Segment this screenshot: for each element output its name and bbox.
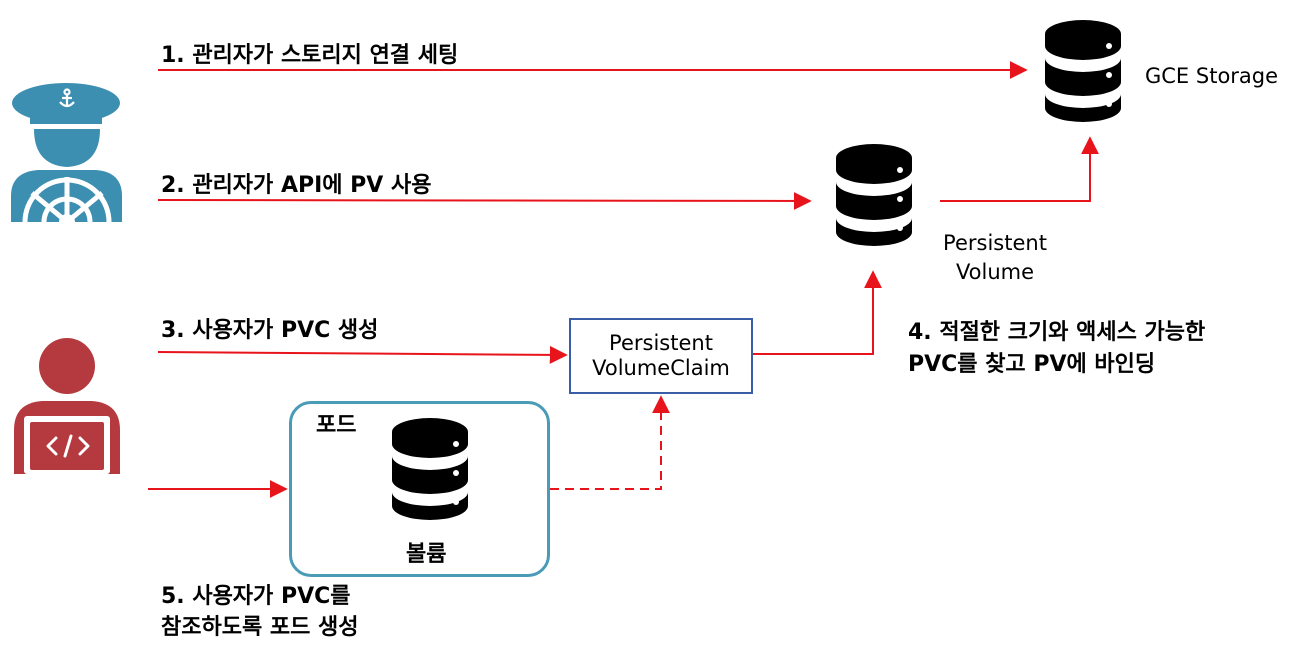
volume-label: 볼륨 (406, 542, 447, 567)
pod-label: 포드 (316, 413, 357, 438)
arrow-pv-to-gce (940, 136, 1099, 202)
gce-storage-database-icon (1045, 20, 1121, 122)
step5-label-line2: 참조하도록 포드 생성 (161, 615, 359, 640)
pvc-label-line2: VolumeClaim (592, 356, 730, 380)
step1-label: 1. 관리자가 스토리지 연결 세팅 (161, 43, 459, 68)
step4-label-line1: 4. 적절한 크기와 액세스 가능한 (908, 320, 1206, 345)
arrow-step4 (753, 270, 882, 355)
ship-captain-icon (11, 83, 122, 230)
arrow-pod-to-pvc (550, 395, 670, 490)
volume-database-icon (392, 418, 468, 520)
step5-label-line1: 5. 사용자가 PVC를 (161, 584, 351, 609)
gce-storage-label: GCE Storage (1145, 64, 1279, 88)
persistent-volume-database-icon (836, 144, 912, 246)
arrow-step3 (157, 345, 568, 364)
step3-label: 3. 사용자가 PVC 생성 (161, 318, 379, 343)
pvc-label-line1: Persistent (609, 331, 713, 355)
arrow-step2 (157, 191, 812, 210)
pv-label-line1: Persistent (943, 231, 1047, 255)
developer-laptop-icon (12, 338, 122, 480)
pvc-box: Persistent VolumeClaim (569, 318, 753, 394)
step4-label-line2: PVC를 찾고 PV에 바인딩 (908, 352, 1156, 377)
step2-label: 2. 관리자가 API에 PV 사용 (161, 173, 432, 198)
pv-label-line2: Volume (955, 260, 1035, 284)
